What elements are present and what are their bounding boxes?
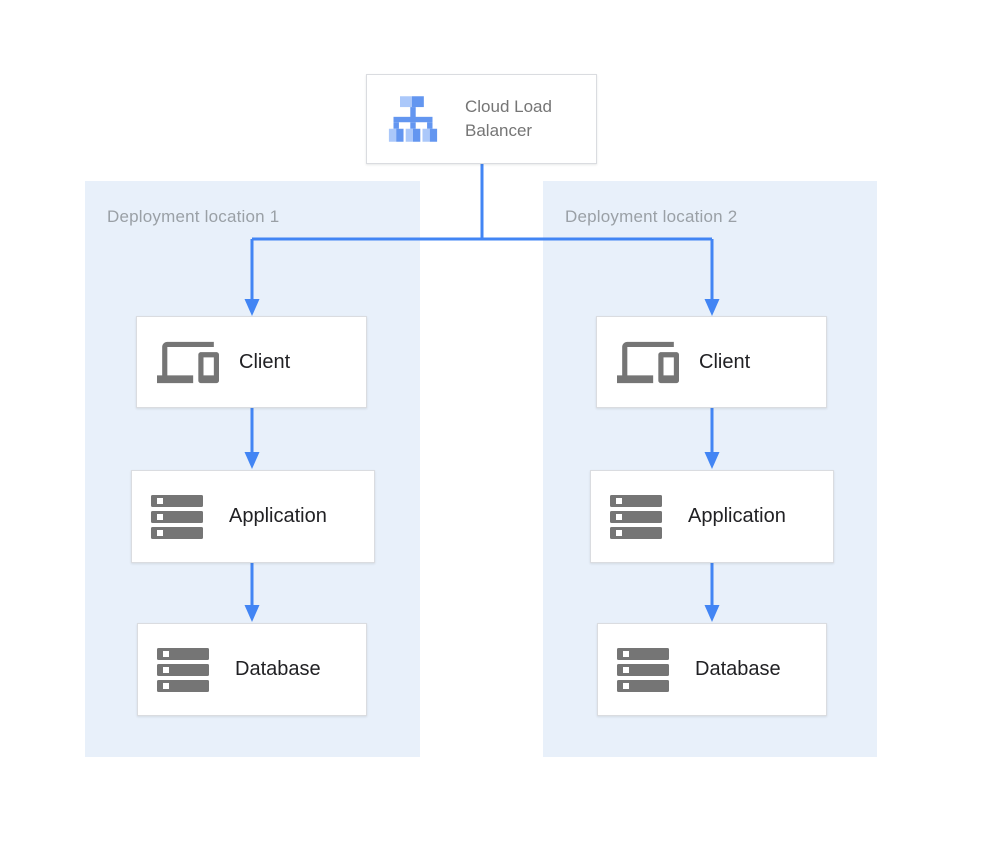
node-label: Database	[695, 658, 781, 680]
load-balancer-node: Cloud Load Balancer	[366, 74, 597, 164]
node-label: Application	[688, 505, 786, 527]
node-label: Client	[239, 350, 291, 373]
zone-label: Deployment location 2	[565, 207, 738, 226]
node-database-1: Database	[137, 623, 367, 716]
node-application-2: Application	[590, 470, 834, 563]
node-client-2: Client	[596, 316, 827, 408]
load-balancer-icon	[388, 96, 438, 142]
node-client-1: Client	[136, 316, 367, 408]
server-stack-icon	[610, 494, 662, 539]
server-stack-icon	[617, 647, 669, 692]
node-database-2: Database	[597, 623, 827, 716]
server-stack-icon	[151, 494, 203, 539]
zone-label: Deployment location 1	[107, 207, 280, 226]
node-label: Client	[699, 350, 751, 373]
node-application-1: Application	[131, 470, 375, 563]
devices-icon	[157, 341, 219, 383]
node-label: Application	[229, 505, 327, 527]
node-label: Database	[235, 658, 321, 680]
devices-icon	[617, 341, 679, 383]
server-stack-icon	[157, 647, 209, 692]
load-balancer-label: Cloud Load Balancer	[465, 97, 552, 140]
